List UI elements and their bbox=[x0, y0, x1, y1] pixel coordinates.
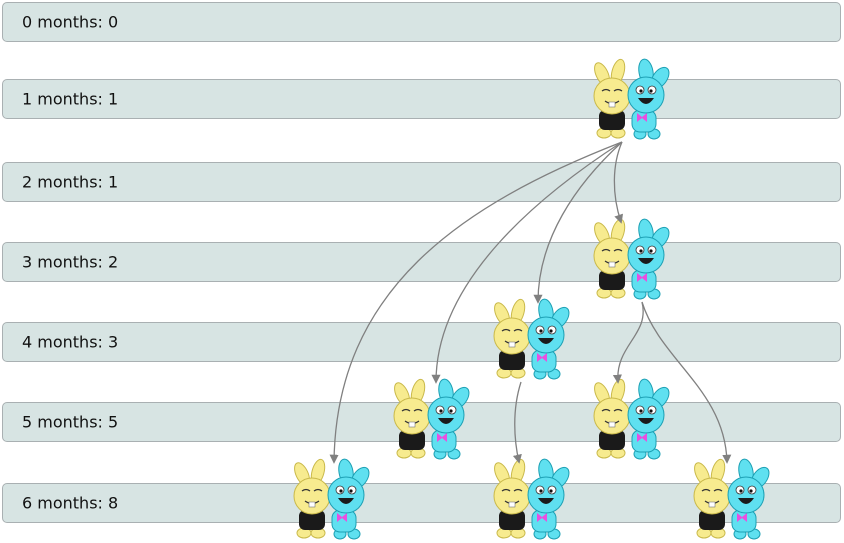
rabbit-pair-icon bbox=[493, 458, 570, 540]
month-row-3: 3 months: 2 bbox=[2, 242, 841, 282]
month-row-4: 4 months: 3 bbox=[2, 322, 841, 362]
arrows-layer bbox=[329, 141, 732, 464]
month-row-label: 0 months: 0 bbox=[22, 12, 119, 32]
rabbit-pair-icon bbox=[593, 218, 670, 300]
pairs-layer bbox=[293, 58, 770, 540]
month-row-label: 5 months: 5 bbox=[22, 412, 119, 432]
rabbit-pair-icon bbox=[293, 458, 370, 540]
month-row-label: 4 months: 3 bbox=[22, 332, 119, 352]
arrow-p1-to-p3a bbox=[613, 141, 624, 224]
month-row-label: 3 months: 2 bbox=[22, 252, 119, 272]
arrow-p3a-to-p5b bbox=[612, 301, 644, 384]
rabbit-pair-icon bbox=[493, 298, 570, 380]
arrow-p4a-to-p6b bbox=[512, 381, 522, 464]
rabbit-pair-icon bbox=[593, 58, 670, 140]
arrow-p1-to-p6a bbox=[329, 141, 623, 464]
month-row-1: 1 months: 1 bbox=[2, 79, 841, 119]
month-row-0: 0 months: 0 bbox=[2, 2, 841, 42]
rabbit-pair-icon bbox=[393, 378, 470, 460]
month-row-label: 6 months: 8 bbox=[22, 493, 119, 513]
arrow-p1-to-p5a bbox=[431, 141, 623, 384]
month-row-2: 2 months: 1 bbox=[2, 162, 841, 202]
rabbit-pair-icon bbox=[593, 378, 670, 460]
rabbit-pair-icon bbox=[693, 458, 770, 540]
month-row-label: 1 months: 1 bbox=[22, 89, 119, 109]
arrow-p1-to-p4a bbox=[533, 141, 623, 304]
arrow-p3a-to-p6c bbox=[641, 301, 732, 464]
month-row-label: 2 months: 1 bbox=[22, 172, 119, 192]
